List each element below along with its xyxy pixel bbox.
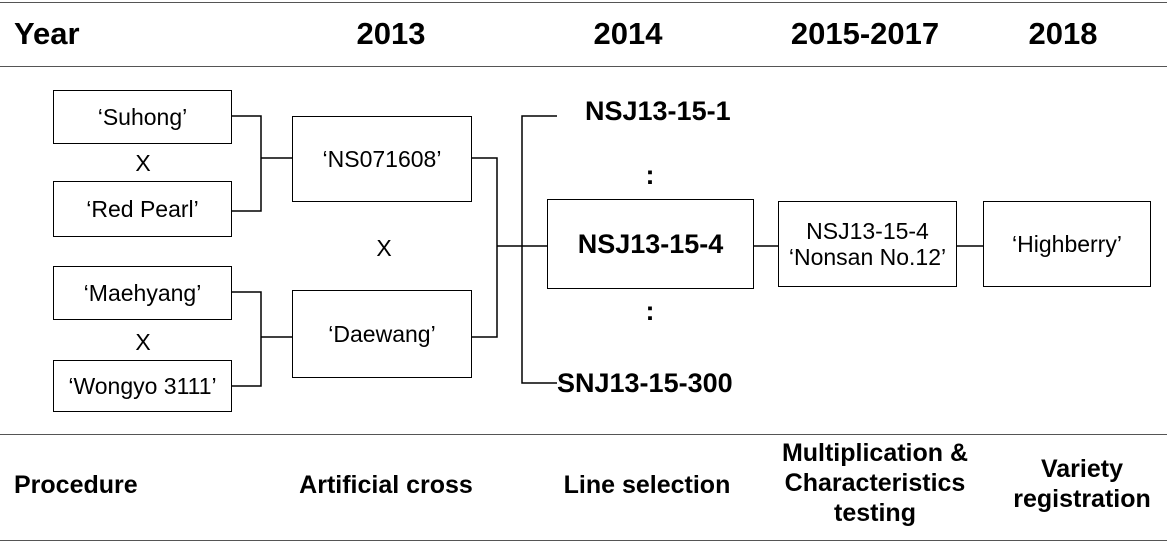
cross-mark-3: X xyxy=(376,235,392,261)
parent-maehyang-label: ‘Maehyang’ xyxy=(83,280,202,306)
cross-mark-1: X xyxy=(135,150,151,176)
step-artificial-cross: Artificial cross xyxy=(299,471,473,499)
cross-daewang-label: ‘Daewang’ xyxy=(328,321,436,347)
cross-ns071608-label: ‘NS071608’ xyxy=(322,146,442,172)
parent-red-pearl-box: ‘Red Pearl’ xyxy=(53,181,232,237)
parent-wongyo-box: ‘Wongyo 3111’ xyxy=(53,360,232,412)
parent-suhong-label: ‘Suhong’ xyxy=(97,104,188,130)
multiplication-line-id: NSJ13-15-4 xyxy=(806,218,929,244)
year-label: Year xyxy=(14,16,80,51)
year-2014: 2014 xyxy=(593,16,663,51)
multiplication-line-name: ‘Nonsan No.12’ xyxy=(788,244,947,270)
multiplication-box: NSJ13-15-4 ‘Nonsan No.12’ xyxy=(778,201,957,287)
step-line-selection: Line selection xyxy=(563,471,731,499)
cross-daewang-box: ‘Daewang’ xyxy=(292,290,472,378)
parent-wongyo-label: ‘Wongyo 3111’ xyxy=(68,373,217,399)
step-multiplication: Multiplication & Characteristics testing xyxy=(781,439,969,527)
parent-red-pearl-label: ‘Red Pearl’ xyxy=(86,196,199,222)
ellipsis-top: : xyxy=(645,160,655,190)
parent-maehyang-box: ‘Maehyang’ xyxy=(53,266,232,320)
footer-top-rule xyxy=(0,434,1167,435)
step-variety-registration: Variety registration xyxy=(1013,455,1151,513)
line-selected-box: NSJ13-15-4 xyxy=(547,199,754,289)
bottom-rule xyxy=(0,540,1167,541)
cross-ns071608-box: ‘NS071608’ xyxy=(292,116,472,202)
procedure-label: Procedure xyxy=(14,471,138,499)
year-2015-2017: 2015-2017 xyxy=(790,16,940,51)
top-rule xyxy=(0,2,1167,3)
year-2018: 2018 xyxy=(1028,16,1098,51)
ellipsis-bottom: : xyxy=(645,296,655,326)
header-rule xyxy=(0,66,1167,67)
year-2013: 2013 xyxy=(356,16,426,51)
line-first: NSJ13-15-1 xyxy=(585,96,731,126)
line-last: SNJ13-15-300 xyxy=(557,368,733,398)
line-selected-label: NSJ13-15-4 xyxy=(577,229,724,259)
parent-suhong-box: ‘Suhong’ xyxy=(53,90,232,144)
cross-mark-2: X xyxy=(135,329,151,355)
registration-name: ‘Highberry’ xyxy=(1012,231,1122,257)
registration-box: ‘Highberry’ xyxy=(983,201,1151,287)
